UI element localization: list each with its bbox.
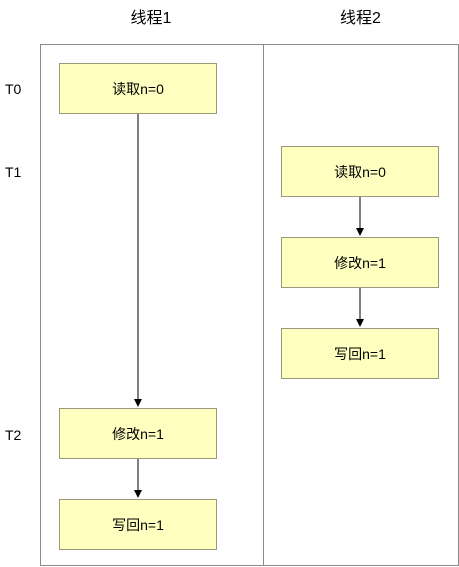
thread2-write-step: 写回n=1: [281, 328, 439, 379]
thread1-write-step: 写回n=1: [59, 499, 217, 550]
thread1-read-step: 读取n=0: [59, 63, 217, 114]
time-label-t1: T1: [5, 164, 22, 180]
thread1-modify-step: 修改n=1: [59, 408, 217, 459]
thread2-read-step: 读取n=0: [281, 146, 439, 197]
thread1-title: 线程1: [130, 10, 172, 27]
thread2-lane: [263, 44, 459, 566]
time-label-t0: T0: [5, 81, 22, 97]
thread1-lane: [40, 44, 264, 566]
thread2-title: 线程2: [340, 10, 381, 27]
time-label-t2: T2: [5, 427, 22, 443]
thread2-modify-step: 修改n=1: [281, 237, 439, 288]
